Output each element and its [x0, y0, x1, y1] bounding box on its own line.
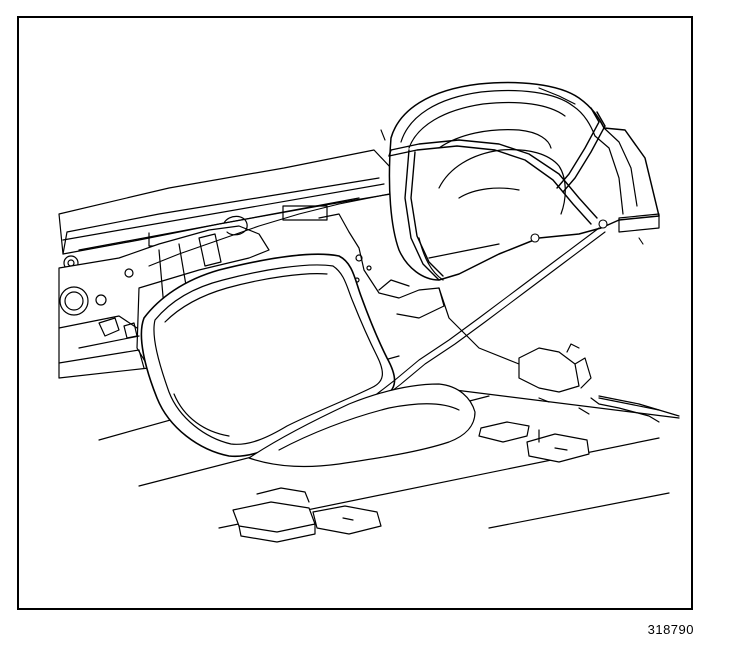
- trunk-lid: [388, 81, 660, 281]
- torque-rod: [388, 107, 606, 281]
- right-side-trim: [438, 287, 660, 423]
- floor-blocks: [232, 421, 590, 543]
- trunk-illustration: [58, 81, 680, 543]
- trunk-weatherstrip: [140, 253, 396, 458]
- floor-right-details: [538, 397, 680, 417]
- figure-number: 318790: [647, 622, 694, 637]
- illustration-frame: [17, 16, 693, 610]
- spare-tire-well: [248, 383, 476, 468]
- right-hinge-area: [318, 213, 445, 319]
